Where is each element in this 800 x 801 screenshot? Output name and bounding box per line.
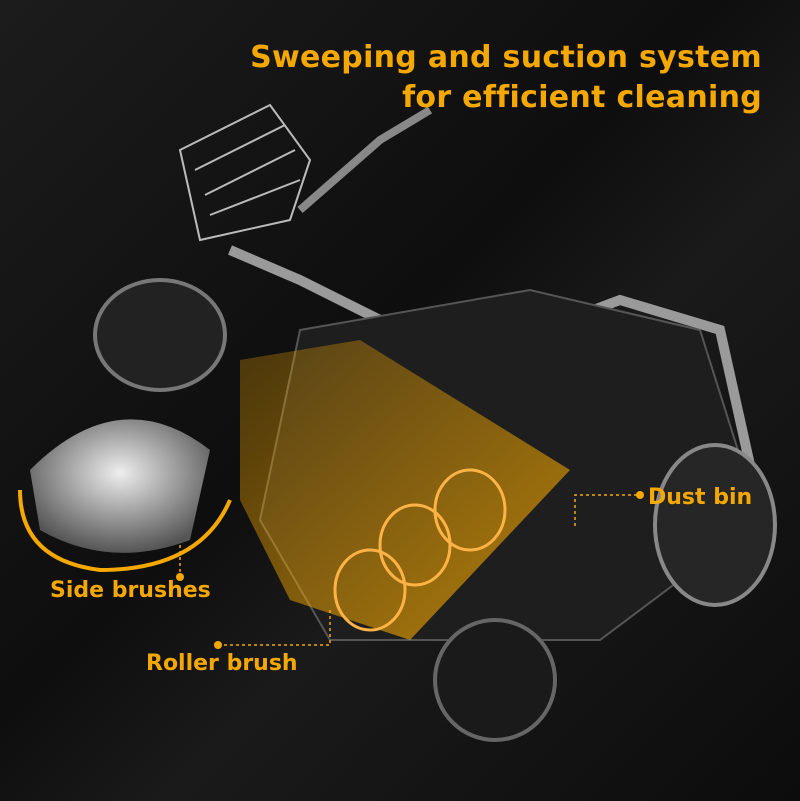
rear-wheel-right [653, 443, 777, 607]
rear-wheel-left [433, 618, 557, 742]
suction-channel [240, 340, 570, 640]
rotation-arrow-icon [18, 489, 232, 573]
roller-brush-coils [333, 468, 507, 632]
headline-line-2: for efficient cleaning [402, 80, 762, 115]
callout-side-brushes: Side brushes [50, 578, 211, 603]
front-wheel [93, 278, 227, 392]
callout-dust-bin: Dust bin [648, 485, 753, 510]
callout-leaders [179, 494, 640, 646]
callout-roller-brush: Roller brush [146, 651, 298, 676]
handlebar [297, 106, 433, 214]
side-brush-disc [30, 419, 210, 553]
headline-line-1: Sweeping and suction system [250, 40, 762, 75]
callout-dots [176, 491, 644, 649]
basket-icon [178, 103, 312, 242]
